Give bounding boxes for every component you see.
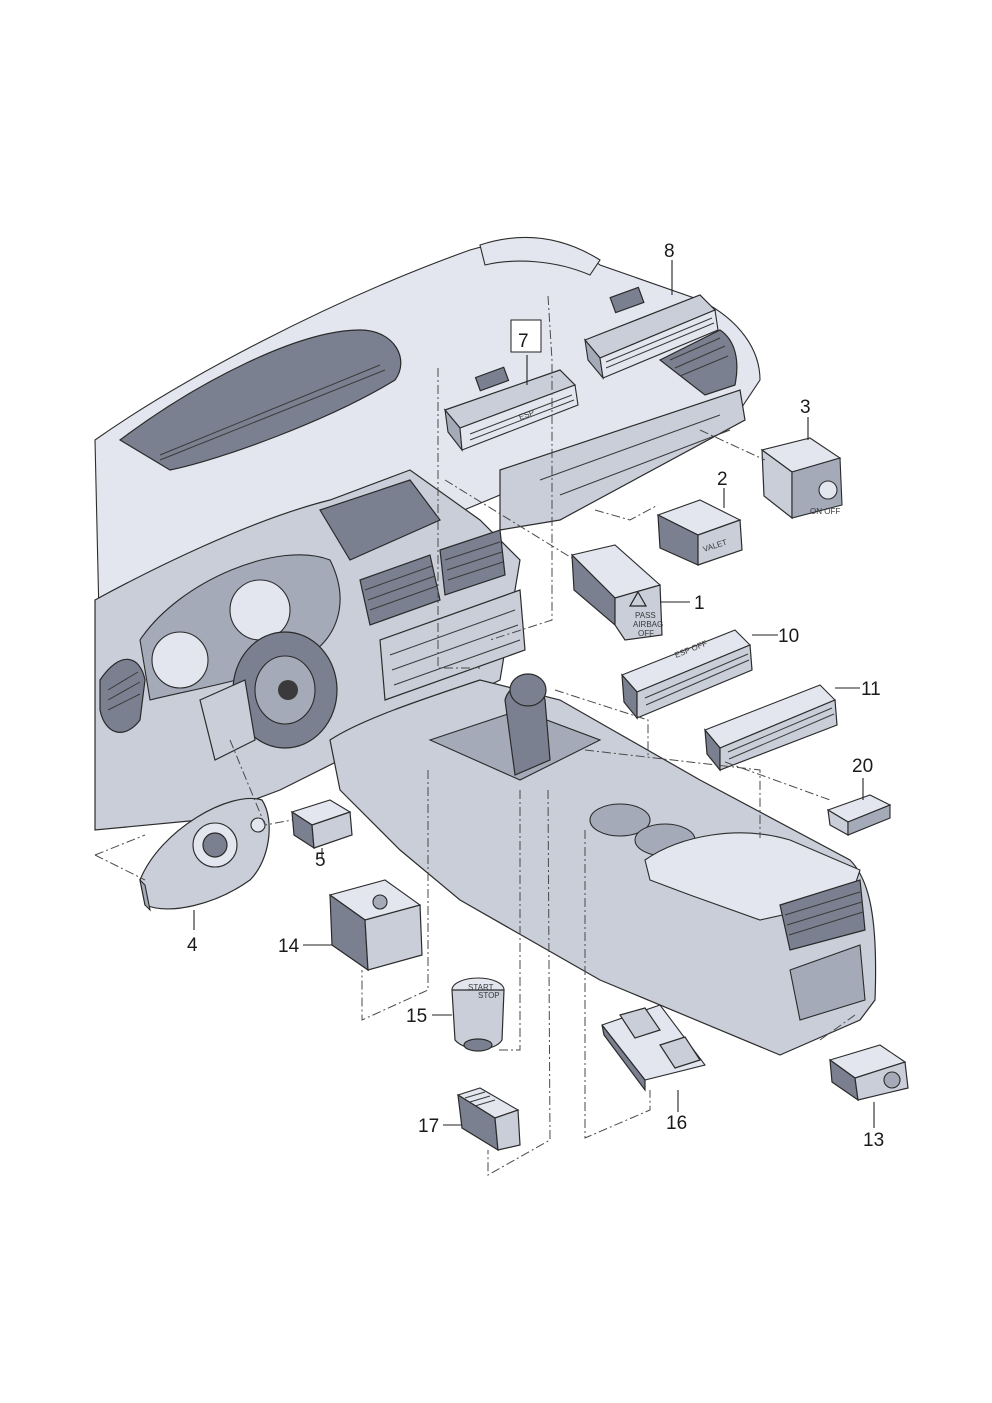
part-5-switch: [290, 799, 353, 850]
callout-5: 5: [315, 850, 326, 871]
part-17-switch: [456, 1087, 521, 1152]
callout-2: 2: [717, 469, 728, 490]
part-11-switch-panel: [704, 684, 838, 772]
part-10-esp-switch-panel: ESP OFF: [621, 629, 753, 720]
callout-7-box: [510, 319, 542, 353]
off-label: OFF: [638, 629, 654, 638]
callout-20: 20: [852, 756, 873, 777]
part-3-airbag-switch: ON OFF: [760, 437, 843, 520]
callout-13: 13: [863, 1130, 884, 1151]
callout-11: 11: [861, 679, 881, 700]
callout-4: 4: [187, 935, 198, 956]
callout-14: 14: [278, 936, 300, 957]
part-15-start-stop-button: START STOP: [451, 977, 505, 1052]
callout-numbers: 8 7 3 2 1 10 11 20 5 4 14 15 16 17 13: [187, 241, 884, 1151]
callout-10: 10: [778, 626, 799, 647]
callout-15: 15: [406, 1006, 427, 1027]
hazard-triangle-icon: [628, 590, 648, 607]
callout-7: 7: [518, 331, 529, 352]
part-14-parking-brake-switch: [328, 879, 423, 972]
callout-1: 1: [694, 593, 705, 614]
start-label: START: [468, 983, 494, 992]
part-16-window-switch: [601, 1004, 706, 1092]
part-20-switch: [826, 794, 892, 837]
pass-label: PASS: [635, 611, 656, 620]
airbag-label: AIRBAG: [633, 620, 663, 629]
part-7-switch-panel: ESP: [443, 366, 579, 452]
stop-label: STOP: [478, 991, 500, 1000]
callout-16: 16: [666, 1113, 687, 1134]
center-console: [329, 673, 877, 1056]
part-13-rear-switch: [828, 1044, 909, 1102]
callout-8: 8: [664, 241, 675, 262]
part-1-hazard-switch: PASS AIRBAG OFF: [570, 544, 663, 641]
part-2-valet-switch: VALET: [656, 499, 743, 566]
assembly-lines: [94, 295, 856, 1176]
callout-3: 3: [800, 397, 811, 418]
airbag-on-off-label: ON OFF: [810, 507, 840, 516]
part-8-switch-panel: [584, 286, 719, 380]
part-4-light-switch: [139, 797, 270, 912]
leader-lines: [193, 260, 875, 1128]
callout-17: 17: [418, 1116, 439, 1137]
